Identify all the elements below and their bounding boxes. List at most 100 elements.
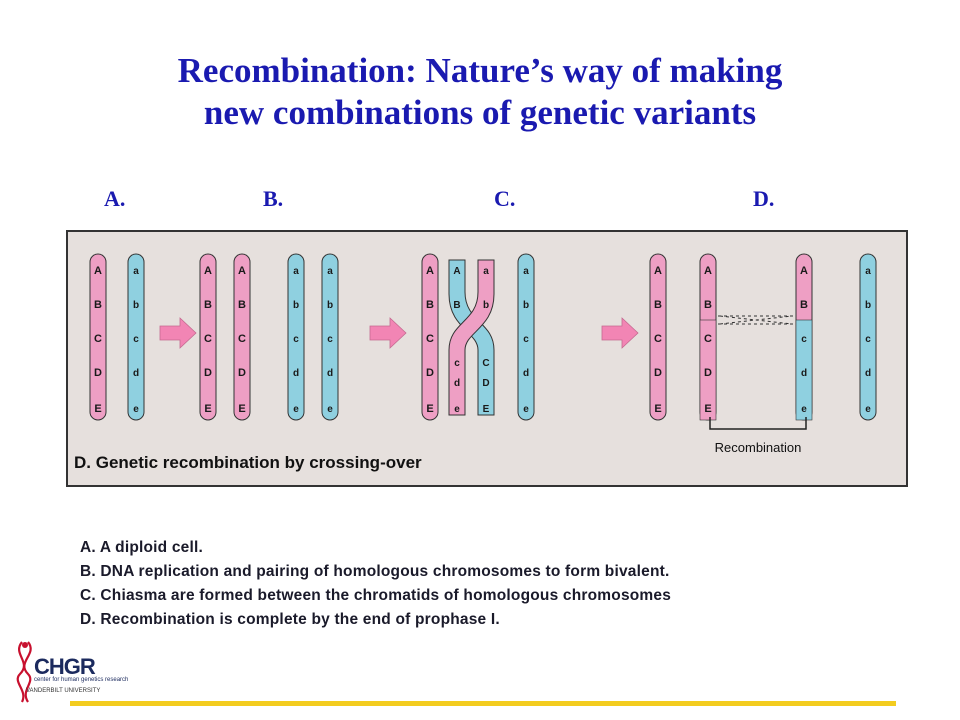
- chromosome-pink-a-locus: E: [94, 403, 101, 415]
- chromatid-blue-b2-locus: a: [327, 266, 333, 277]
- legend: A. A diploid cell. B. DNA replication an…: [80, 536, 671, 632]
- chromosome-blue-a-locus: b: [133, 300, 139, 311]
- chromatid-pink-b1: [199, 253, 217, 421]
- chromosome-blue-d-locus: a: [865, 266, 871, 277]
- crossing-locus: a: [483, 266, 489, 277]
- chromosome-blue-d-locus: c: [865, 334, 871, 345]
- chromatid-pink-b2-locus: B: [238, 299, 246, 311]
- chromatid-pink-b2-locus: E: [238, 403, 245, 415]
- recombinant-d2-locus: B: [800, 299, 808, 311]
- chromatid-pink-b2-locus: A: [238, 265, 246, 277]
- figure-caption: D. Genetic recombination by crossing-ove…: [74, 453, 422, 472]
- chromatid-blue-b2-locus: b: [327, 300, 333, 311]
- chromatid-blue-c2-locus: c: [523, 334, 529, 345]
- title-line-2: new combinations of genetic variants: [203, 93, 757, 132]
- dna-figure-logo-icon: [16, 641, 32, 703]
- chromosome-blue-d-locus: b: [865, 300, 871, 311]
- chromosome-pink-d-locus: B: [654, 299, 662, 311]
- recombinant-d1-locus: C: [704, 333, 712, 345]
- chromosome-marks: ABCDEabcdeABCDEABCDEabcdeabcdeABCDEabcde…: [89, 253, 877, 421]
- chromosome-pink-d-locus: C: [654, 333, 662, 345]
- recombinant-d1-locus: A: [704, 265, 712, 277]
- chromatid-blue-b1-locus: d: [293, 368, 299, 379]
- chromatid-blue-c2-locus: d: [523, 368, 529, 379]
- logo-name: CHGR: [34, 654, 96, 679]
- recombinant-d2-locus: c: [801, 334, 807, 345]
- chromosome-blue-a-locus: c: [133, 334, 139, 345]
- recombinant-d1-lower: [699, 319, 717, 421]
- chromosome-blue-d-locus: e: [865, 404, 871, 415]
- recombination-label: Recombination: [715, 440, 802, 455]
- chromatid-blue-b1-locus: a: [293, 266, 299, 277]
- recombinant-d2-lower: [795, 319, 813, 421]
- chromatid-blue-b1-locus: e: [293, 404, 299, 415]
- chromatid-blue-c2-locus: e: [523, 404, 529, 415]
- chromosome-pink-d-locus: D: [654, 367, 662, 379]
- logo-subtitle: center for human genetics research: [34, 677, 129, 683]
- chromatid-pink-c1-locus: B: [426, 299, 434, 311]
- crossing-locus: c: [454, 358, 460, 369]
- chromatid-pink-b1-locus: D: [204, 367, 212, 379]
- title-line-1: Recombination: Nature’s way of making: [177, 51, 783, 90]
- slide-title: Recombination: Nature’s way of making ne…: [0, 50, 960, 134]
- chromosome-pink-d: [649, 253, 667, 421]
- chromatid-pink-c1-locus: D: [426, 367, 434, 379]
- chromatid-blue-b2-locus: c: [327, 334, 333, 345]
- legend-item-c: C. Chiasma are formed between the chroma…: [80, 587, 672, 604]
- chromatid-blue-c2-locus: a: [523, 266, 529, 277]
- recombinant-d1-locus: D: [704, 367, 712, 379]
- chromosome-pink-d-locus: E: [654, 403, 661, 415]
- chromatid-pink-c1-locus: C: [426, 333, 434, 345]
- logo-university: VANDERBILT UNIVERSITY: [26, 688, 101, 694]
- panel-label-c: C.: [494, 186, 516, 211]
- crossing-locus: e: [454, 404, 460, 415]
- chromatid-pink-b1-locus: B: [204, 299, 212, 311]
- chromatid-blue-c2: [517, 253, 535, 421]
- chromosome-pink-a-locus: B: [94, 299, 102, 311]
- crossing-chromatid-blue: [448, 259, 495, 416]
- recombinant-d2-locus: e: [801, 404, 807, 415]
- footer-rule: [70, 701, 896, 706]
- chromatid-blue-b1-locus: c: [293, 334, 299, 345]
- crossing-locus: D: [482, 378, 489, 389]
- chromosome-blue-a-locus: a: [133, 266, 139, 277]
- chromatid-pink-b2-locus: D: [238, 367, 246, 379]
- chromosome-pink-a-locus: D: [94, 367, 102, 379]
- chromosome-pink-a-locus: C: [94, 333, 102, 345]
- chromosome-blue-a-locus: e: [133, 404, 139, 415]
- crossing-over-diagram: ABCDEabcdeABCDEABCDEabcdeabcdeABCDEabcde…: [68, 232, 906, 485]
- legend-item-d: D. Recombination is complete by the end …: [80, 611, 500, 628]
- chromatid-blue-b2-locus: d: [327, 368, 333, 379]
- chromosome-pink-d-locus: A: [654, 265, 662, 277]
- chromatid-blue-b1: [287, 253, 305, 421]
- legend-item-a: A. A diploid cell.: [80, 539, 204, 556]
- chromosome-blue-a-locus: d: [133, 368, 139, 379]
- chromosome-pink-a-locus: A: [94, 265, 102, 277]
- chromosome-pink-a: [89, 253, 107, 421]
- crossing-locus: b: [483, 300, 489, 311]
- chromatid-pink-c1-locus: A: [426, 265, 434, 277]
- crossing-locus: A: [453, 266, 460, 277]
- panel-label-d: D.: [753, 186, 775, 211]
- panel-label-b: B.: [263, 186, 284, 211]
- recombinant-d2-locus: A: [800, 265, 808, 277]
- chromatid-pink-b2-locus: C: [238, 333, 246, 345]
- recombinant-d1-locus: B: [704, 299, 712, 311]
- chromatid-blue-b1-locus: b: [293, 300, 299, 311]
- arrow-c-to-d: [601, 317, 639, 349]
- chgr-logo: CHGR center for human genetics research …: [8, 636, 128, 706]
- arrow-b-to-c: [369, 317, 407, 349]
- crossing-locus: C: [482, 358, 489, 369]
- legend-item-b: B. DNA replication and pairing of homolo…: [80, 563, 670, 580]
- chromatid-blue-b2-locus: e: [327, 404, 333, 415]
- recombinant-d2-locus: d: [801, 368, 807, 379]
- chromatid-pink-c1: [421, 253, 439, 421]
- chromatid-pink-b1-locus: E: [204, 403, 211, 415]
- arrow-a-to-b: [159, 317, 197, 349]
- chromosome-blue-d-locus: d: [865, 368, 871, 379]
- chromatid-pink-b1-locus: A: [204, 265, 212, 277]
- chromosome-blue-a: [127, 253, 145, 421]
- recombinant-d1-locus: E: [704, 403, 711, 415]
- crossing-chromatid-pink: [448, 259, 495, 416]
